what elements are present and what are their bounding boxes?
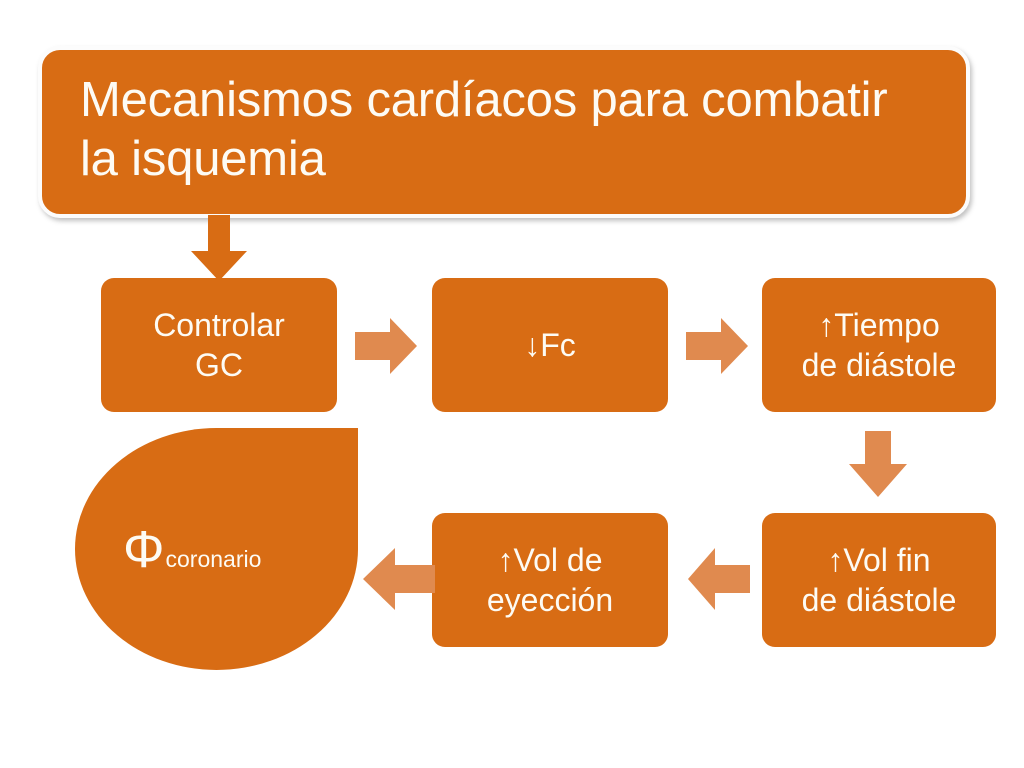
title-card: Mecanismos cardíacos para combatir la is… <box>38 46 970 218</box>
node-vol-eyeccion: ↑Vol de eyección <box>432 513 668 647</box>
arrow-down-title-to-controlar-gc <box>191 215 247 281</box>
phi-coronario-label-group: Φ coronario <box>123 524 261 576</box>
node-fc: ↓Fc <box>432 278 668 412</box>
arrow-left-vol-eyeccion-to-phi-coronario <box>363 548 435 610</box>
phi-subscript-label: coronario <box>165 546 262 572</box>
node-tiempo-diastole-label: ↑Tiempo de diástole <box>801 307 957 383</box>
node-fc-label: ↓Fc <box>524 327 576 363</box>
node-controlar-gc: Controlar GC <box>101 278 337 412</box>
phi-symbol: Φ <box>123 521 165 579</box>
node-phi-coronario: Φ coronario <box>75 428 358 670</box>
arrow-down-tiempo-to-vol-fin <box>849 431 907 497</box>
arrow-left-vol-fin-to-vol-eyeccion <box>688 548 750 610</box>
node-tiempo-diastole: ↑Tiempo de diástole <box>762 278 996 412</box>
node-vol-fin-diastole-label: ↑Vol fin de diástole <box>801 542 957 618</box>
node-vol-fin-diastole: ↑Vol fin de diástole <box>762 513 996 647</box>
arrow-right-fc-to-tiempo-diastole <box>686 318 748 374</box>
arrow-right-gc-to-fc <box>355 318 417 374</box>
page-title: Mecanismos cardíacos para combatir la is… <box>80 73 888 186</box>
node-vol-eyeccion-label: ↑Vol de eyección <box>486 542 614 618</box>
node-controlar-gc-label: Controlar GC <box>153 307 285 383</box>
